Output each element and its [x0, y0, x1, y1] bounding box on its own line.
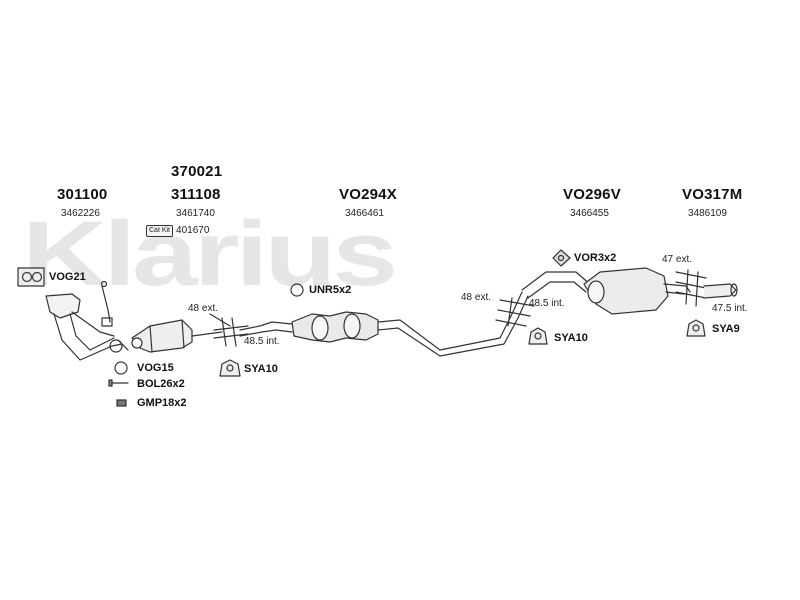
- part-code-p1: 301100: [57, 186, 108, 203]
- dim-joint3-int: 47.5 int.: [712, 303, 748, 314]
- part-code-p2: 311108: [171, 186, 221, 203]
- dim-joint2-int: 48.5 int.: [529, 298, 565, 309]
- part-ref-p1: 3462226: [61, 208, 100, 219]
- ring-icon: [290, 283, 304, 297]
- label-gmp: GMP18x2: [137, 397, 187, 409]
- label-unr: UNR5x2: [309, 284, 352, 296]
- dim-joint2-ext: 48 ext.: [461, 292, 492, 303]
- part-ref-p3: 3466461: [345, 208, 384, 219]
- catkit-ref: 401670: [176, 225, 210, 236]
- label-vor: VOR3x2: [574, 252, 617, 264]
- catalyst-drawing: [131, 319, 223, 353]
- dim-joint3-ext: 47 ext.: [662, 254, 693, 265]
- rear-silencer-drawing: [521, 267, 691, 315]
- tail-pipe-drawing: [703, 283, 738, 299]
- clamp-icon-sya9: [686, 319, 706, 337]
- front-pipe-drawing: [45, 280, 129, 361]
- joint-1-marks: [209, 313, 249, 347]
- dim-joint1-ext: 48 ext.: [188, 303, 219, 314]
- label-bol: BOL26x2: [137, 378, 185, 390]
- label-sya10-right: SYA10: [554, 332, 588, 344]
- clamp-icon-right: [528, 327, 548, 345]
- label-sya9: SYA9: [712, 323, 740, 335]
- ring-icon-vog15: [114, 361, 128, 375]
- bolt-icon: [108, 379, 129, 387]
- joint-3-marks: [675, 269, 707, 307]
- label-sya10-left: SYA10: [244, 363, 278, 375]
- catkit-badge: Cat Kit: [146, 225, 174, 237]
- part-ref-p4: 3466455: [570, 208, 609, 219]
- part-code-p3: VO294X: [339, 186, 397, 203]
- part-code-p5: VO317M: [682, 186, 743, 203]
- nut-icon: [116, 399, 127, 407]
- clamp-icon-left: [219, 359, 241, 377]
- mount-icon: [552, 249, 571, 267]
- gasket-icon: [17, 267, 45, 287]
- part-code-top-p2: 370021: [171, 163, 223, 180]
- part-code-p4: VO296V: [563, 186, 621, 203]
- part-ref-p5: 3486109: [688, 208, 727, 219]
- part-ref-p2: 3461740: [176, 208, 215, 219]
- label-vog15: VOG15: [137, 362, 174, 374]
- joint-2-marks: [495, 297, 535, 327]
- dim-joint1-int: 48.5 int.: [244, 336, 280, 347]
- label-vog21: VOG21: [49, 271, 86, 283]
- watermark: Klarius: [22, 202, 398, 306]
